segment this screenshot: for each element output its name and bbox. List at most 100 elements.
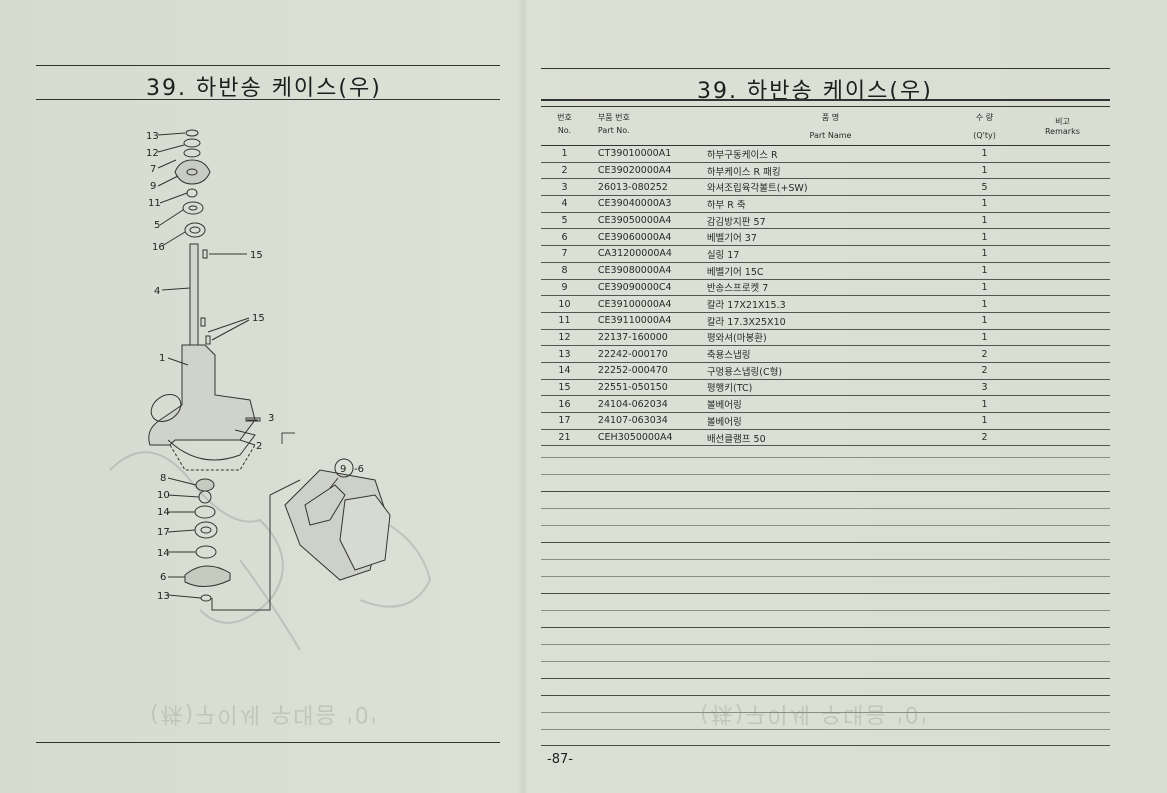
col-header-part-name: 품 명 Part Name	[706, 106, 955, 146]
key-15-upper	[202, 249, 208, 259]
cell-part-name: 칼라 17.3X25X10	[706, 312, 955, 330]
cell-no: 16	[541, 395, 588, 413]
shaft-4	[189, 243, 199, 346]
cell-remarks	[1014, 412, 1110, 430]
callout-circle-9	[334, 458, 354, 478]
cell-remarks	[1014, 262, 1110, 280]
ruled-line	[541, 695, 1110, 696]
cell-no: 13	[541, 345, 588, 363]
page-number: -87-	[547, 752, 573, 767]
cell-qty: 1	[954, 412, 1015, 430]
cell-part-name: 평와셔(마봉환)	[706, 329, 955, 347]
cell-remarks	[1014, 228, 1110, 247]
cell-no: 15	[541, 379, 588, 397]
cell-part-number: CE39040000A3	[587, 195, 707, 213]
ruled-line	[541, 745, 1110, 746]
washer-12	[183, 138, 201, 148]
cell-qty: 1	[954, 262, 1015, 280]
cell-part-name: 반송스프로켓 7	[706, 279, 955, 297]
cell-qty: 1	[954, 312, 1015, 330]
callout-15-upper: 15	[250, 250, 263, 261]
ruled-line	[541, 593, 1110, 594]
cell-qty: 1	[954, 162, 1015, 180]
cell-remarks	[1014, 178, 1110, 197]
cell-part-name: 볼베어링	[706, 412, 955, 430]
parts-table: 번호 No. 부품 번호 Part No. 품 명 Part Name 수 량 …	[541, 106, 1110, 447]
callout-7: 7	[150, 164, 156, 175]
ruled-line	[541, 610, 1110, 611]
cell-remarks	[1014, 329, 1110, 347]
cell-part-name: 하부 R 축	[706, 195, 955, 213]
callout-17: 17	[157, 527, 170, 538]
snap-ring-14-lower	[195, 545, 217, 559]
callout-3: 3	[268, 413, 274, 424]
cell-remarks	[1014, 295, 1110, 313]
snap-ring-13-top	[185, 129, 199, 137]
sprocket-inset	[284, 458, 391, 581]
cell-part-number: CE39100000A4	[587, 295, 707, 313]
cell-remarks	[1014, 395, 1110, 413]
key-15-lower-b	[205, 335, 211, 345]
callout-14-lower: 14	[157, 548, 170, 559]
cell-qty: 1	[954, 228, 1015, 247]
cell-remarks	[1014, 195, 1110, 213]
cell-remarks	[1014, 345, 1110, 363]
cell-remarks	[1014, 212, 1110, 230]
cell-qty: 1	[954, 295, 1015, 313]
callout-15-lower: 15	[252, 313, 265, 324]
bearing-17	[194, 521, 218, 539]
cell-part-number: CA31200000A4	[587, 245, 707, 263]
cell-qty: 1	[954, 212, 1015, 230]
bleed-through-text-right: (株)구이세 우대음 '0'	[700, 701, 929, 726]
right-title-rule-bottom	[541, 99, 1110, 101]
cell-part-number: 24104-062034	[587, 395, 707, 413]
cell-part-number: 22551-050150	[587, 379, 707, 397]
cell-part-name: 배선클램프 50	[706, 429, 955, 447]
cell-qty: 1	[954, 195, 1015, 213]
cell-part-name: 와셔조립육각볼트(+SW)	[706, 178, 955, 197]
cell-part-name: 감김방지판 57	[706, 212, 955, 230]
ruled-line	[541, 678, 1110, 679]
cell-part-name: 베벨기어 37	[706, 228, 955, 247]
callout-4: 4	[154, 286, 160, 297]
cell-no: 11	[541, 312, 588, 330]
ruled-line	[541, 712, 1110, 713]
callout-16: 16	[152, 242, 165, 253]
ruled-line	[541, 474, 1110, 475]
bevel-gear-8	[195, 478, 215, 492]
callout-13-bottom: 13	[157, 591, 170, 602]
cell-qty: 2	[954, 345, 1015, 363]
cell-no: 4	[541, 195, 588, 213]
cell-no: 7	[541, 245, 588, 263]
cell-part-number: 22242-000170	[587, 345, 707, 363]
cell-no: 2	[541, 162, 588, 180]
cell-part-number: CT39010000A1	[587, 145, 707, 163]
cell-part-number: CE39050000A4	[587, 212, 707, 230]
ruled-line	[541, 644, 1110, 645]
left-title-rule-bottom	[36, 99, 500, 100]
callout-8: 8	[160, 473, 166, 484]
cell-qty: 1	[954, 395, 1015, 413]
cell-part-number: 26013-080252	[587, 178, 707, 197]
callout-5: 5	[154, 220, 160, 231]
snap-ring-13-bottom	[200, 594, 212, 602]
cell-qty: 1	[954, 245, 1015, 263]
ruled-line	[541, 457, 1110, 458]
cell-part-name: 실링 17	[706, 245, 955, 263]
ruled-line	[541, 627, 1110, 628]
callout-12: 12	[146, 148, 159, 159]
snap-ring-14-upper	[194, 505, 216, 519]
ruled-line	[541, 542, 1110, 543]
cell-no: 6	[541, 228, 588, 247]
